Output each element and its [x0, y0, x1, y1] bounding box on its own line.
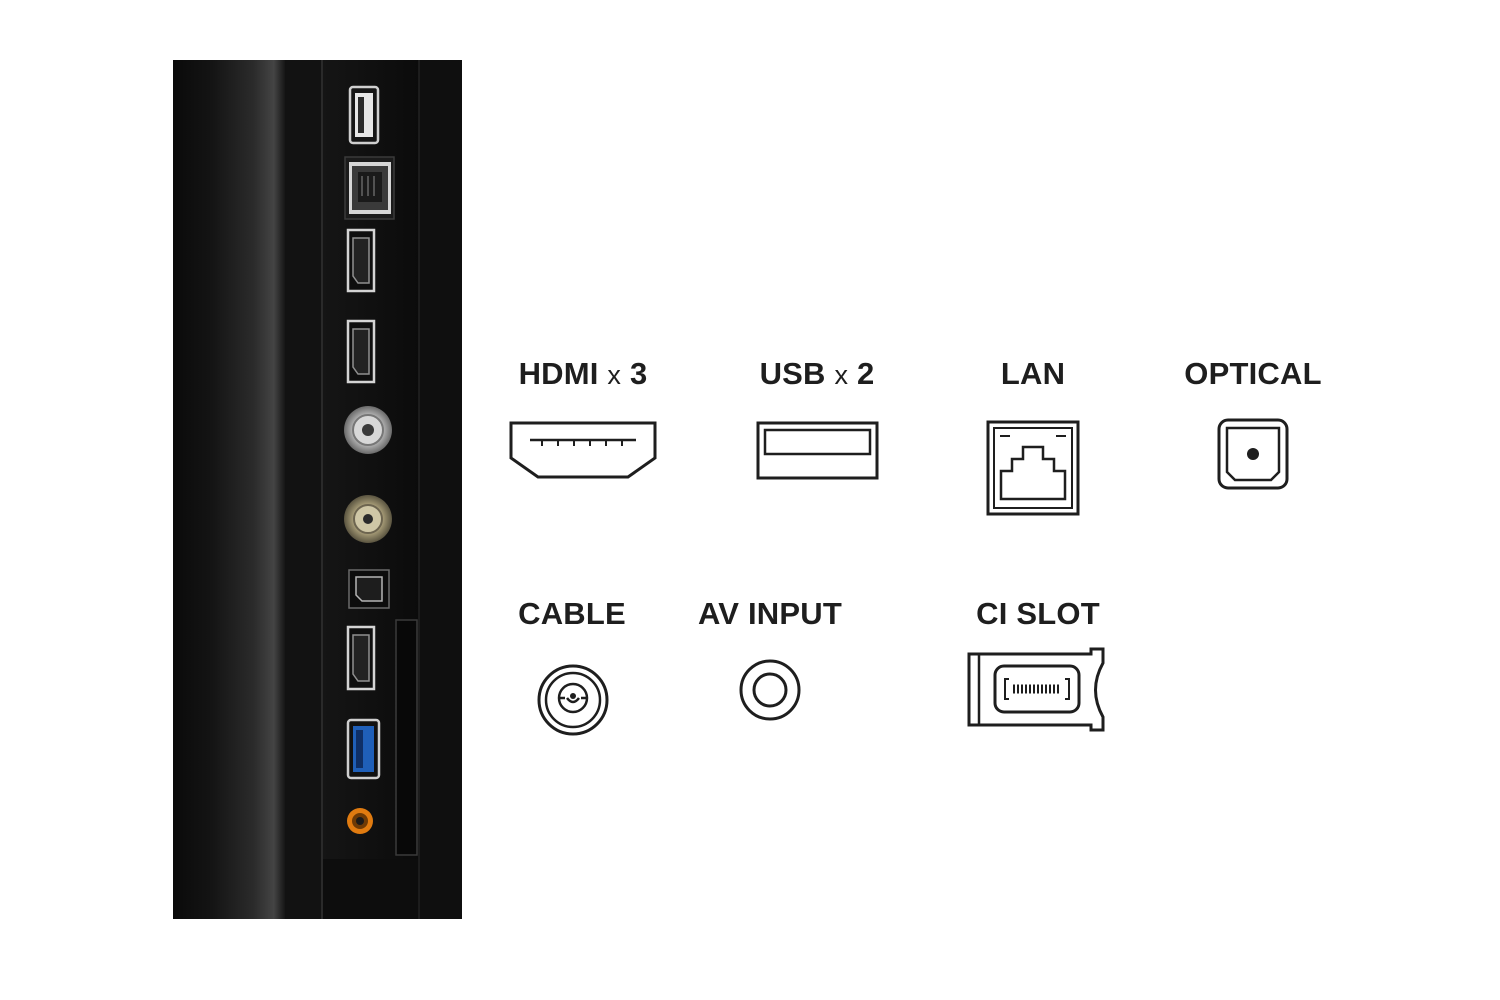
- label-av-input: AV INPUT: [698, 596, 842, 632]
- label-usb-name: USB: [759, 356, 826, 391]
- panel-hdmi-port-1: [346, 228, 376, 293]
- panel-audio-out-port: [347, 808, 373, 834]
- label-ci-slot: CI SLOT: [976, 596, 1100, 632]
- label-usb: USB x 2: [760, 356, 875, 392]
- panel-lan-port: [344, 156, 395, 220]
- panel-frame: [285, 60, 322, 919]
- label-hdmi-count: 3: [629, 356, 648, 391]
- panel-optical-port: [348, 569, 390, 609]
- av-input-icon: [739, 659, 801, 721]
- optical-port-icon: [1217, 418, 1289, 490]
- port-strip-lower: [323, 859, 419, 919]
- label-usb-count: 2: [856, 356, 875, 391]
- usb-port-icon: [756, 421, 879, 480]
- panel-satellite-port: [344, 495, 392, 543]
- panel-hdmi-port-2: [346, 319, 376, 384]
- label-cable-name: CABLE: [518, 596, 626, 631]
- panel-right-rim: [419, 60, 462, 919]
- panel-ci-slot: [395, 619, 418, 856]
- ci-slot-icon: [967, 647, 1105, 732]
- hdmi-port-icon: [509, 421, 657, 479]
- panel-edge: [173, 60, 285, 919]
- label-ci-slot-name: CI SLOT: [976, 596, 1100, 631]
- label-lan-name: LAN: [1000, 356, 1066, 391]
- lan-port-icon: [986, 420, 1080, 516]
- label-cable: CABLE: [518, 596, 626, 632]
- label-usb-x: x: [834, 360, 849, 390]
- label-lan: LAN: [1001, 356, 1065, 392]
- label-hdmi: HDMI x 3: [519, 356, 648, 392]
- label-optical: OPTICAL: [1184, 356, 1321, 392]
- panel-usb-port-top: [348, 85, 380, 145]
- cable-port-icon: [537, 664, 609, 736]
- label-hdmi-x: x: [607, 360, 622, 390]
- label-av-input-name: AV INPUT: [698, 596, 842, 631]
- panel-antenna-port: [344, 406, 392, 454]
- label-optical-name: OPTICAL: [1184, 356, 1322, 391]
- label-hdmi-name: HDMI: [518, 356, 599, 391]
- panel-usb3-port: [346, 718, 381, 780]
- panel-hdmi-port-3: [346, 625, 376, 691]
